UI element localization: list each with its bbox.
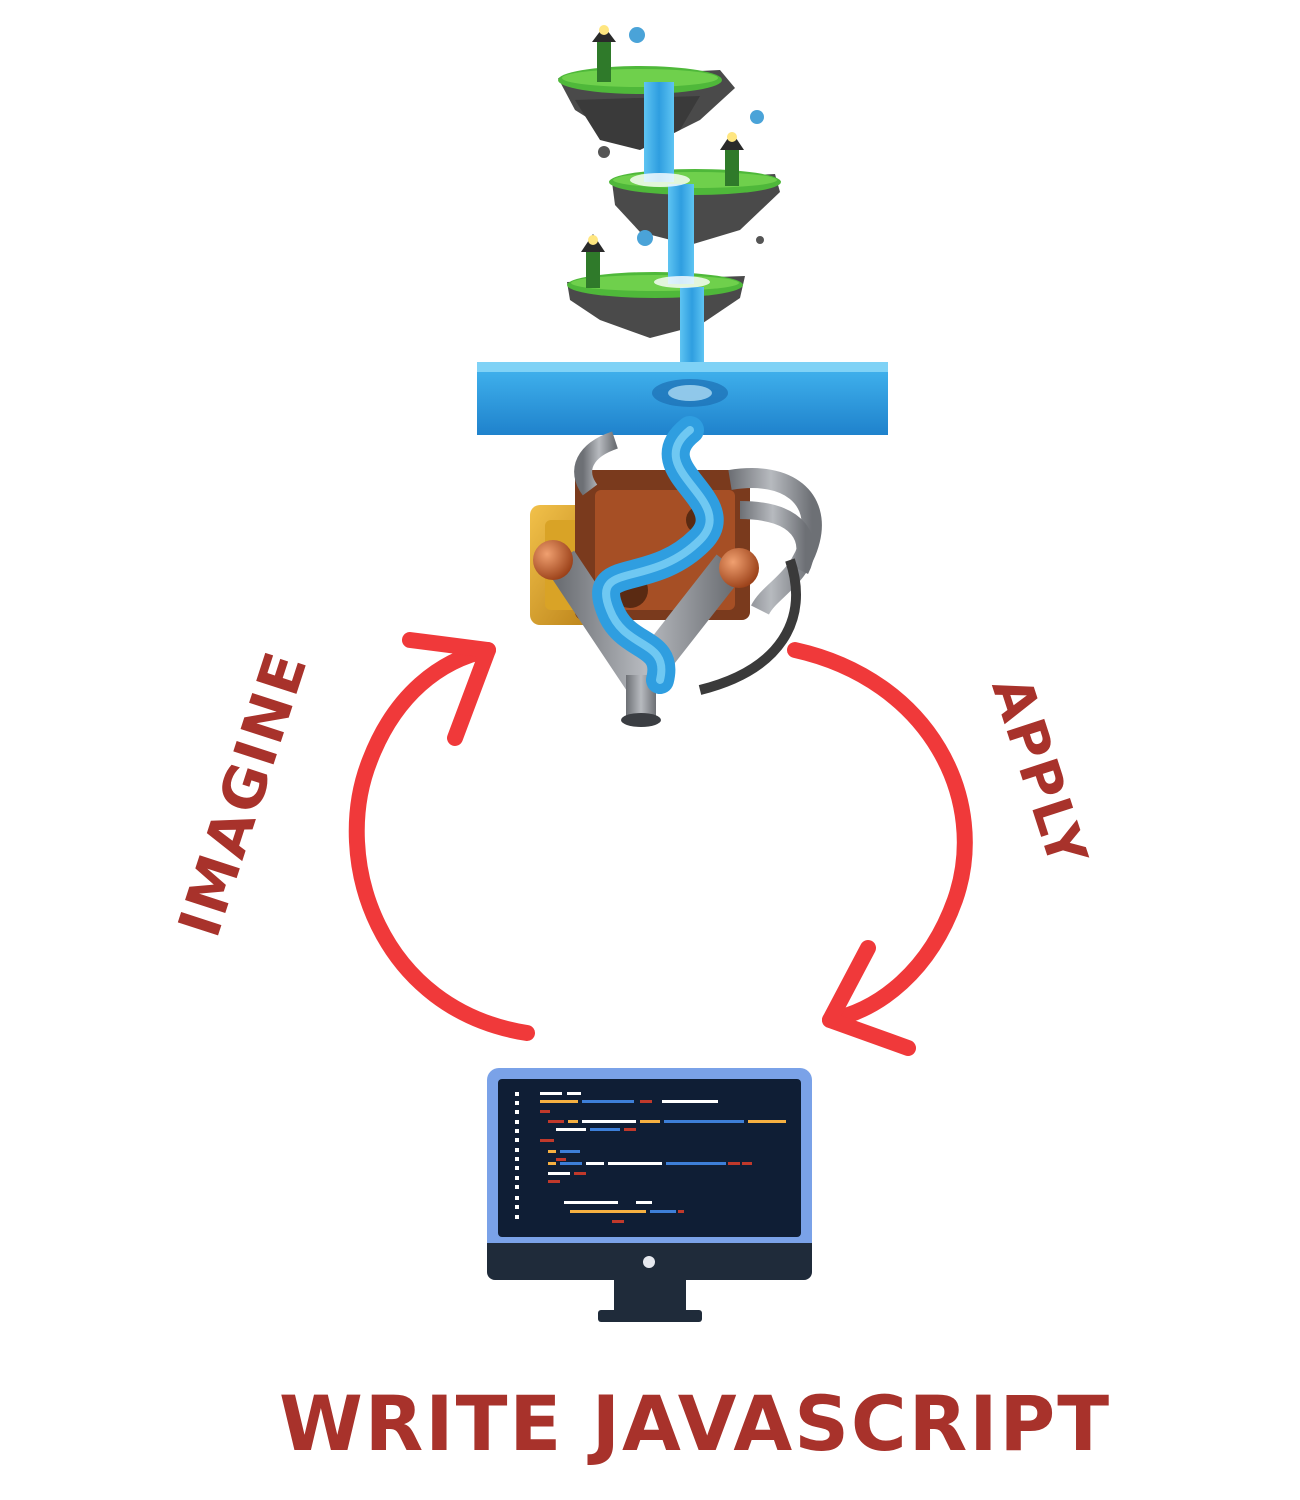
apply-label: APPLY — [979, 669, 1099, 875]
write-javascript-label: WRITE JAVASCRIPT — [279, 1379, 1111, 1468]
imagine-label: IMAGINE — [165, 643, 321, 945]
waterfall-streams — [630, 82, 710, 367]
arrow-imagine — [348, 632, 535, 1041]
water-slab — [477, 362, 888, 435]
engine-block — [530, 416, 822, 727]
code-line-numbers — [515, 1092, 519, 1219]
arrow-apply — [787, 642, 973, 1056]
floating-island-lower — [567, 234, 745, 338]
code-lines — [540, 1092, 786, 1223]
computer-monitor-code-icon — [487, 1068, 812, 1322]
floating-island-top — [558, 25, 764, 150]
floating-islands-waterfall-engine-illustration — [477, 25, 888, 727]
